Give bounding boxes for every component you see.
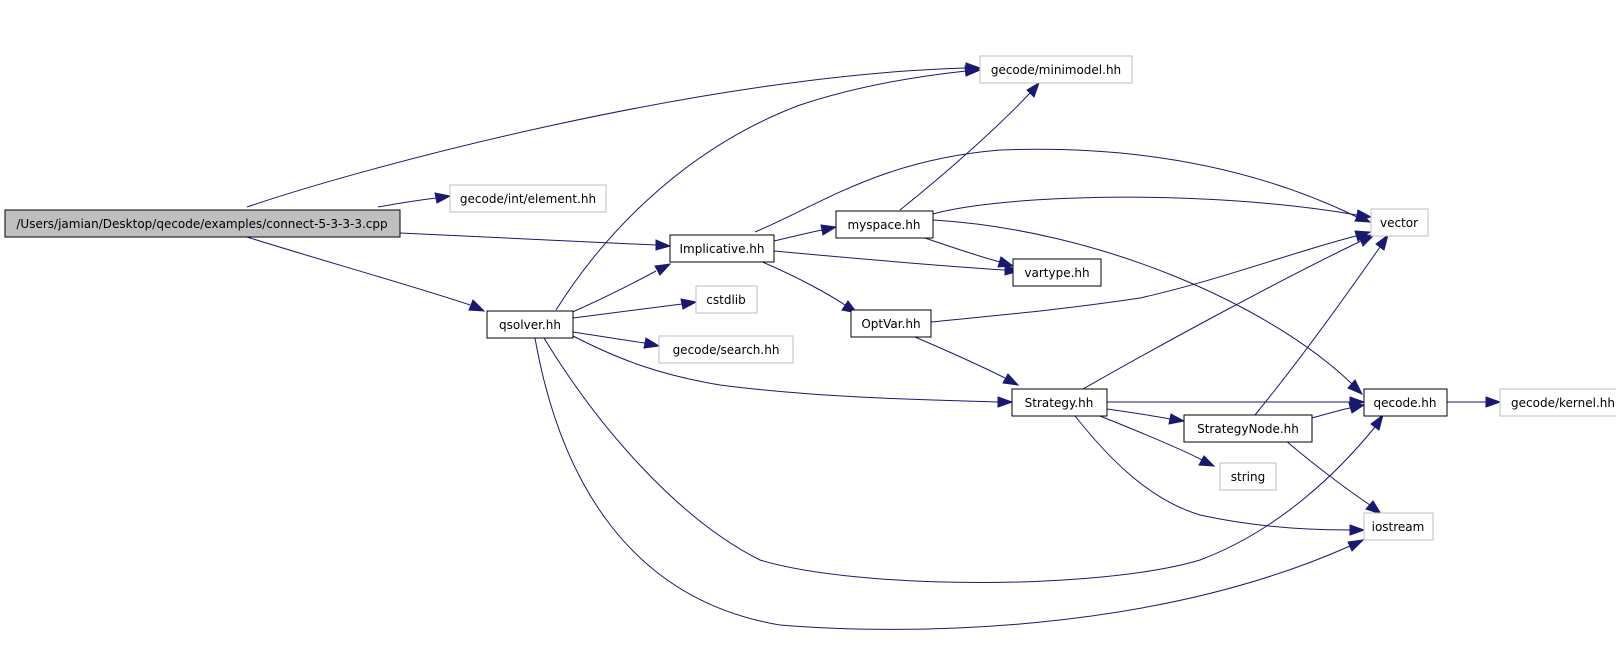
edge-root-to-implicative: [399, 232, 672, 251]
node-optvar[interactable]: OptVar.hh: [850, 309, 932, 338]
node-qecode-label: qecode.hh: [1374, 396, 1437, 410]
edges: [246, 62, 1502, 630]
edge-implicative-to-myspace: [773, 224, 838, 242]
edge-strategy-to-iostream: [1074, 415, 1366, 536]
edge-qsolver-to-qecode: [543, 337, 1384, 583]
node-iostream-label: iostream: [1372, 520, 1425, 534]
edge-root-to-element: [377, 192, 452, 208]
node-search-label: gecode/search.hh: [673, 343, 780, 357]
edge-myspace-to-qecode: [932, 219, 1364, 395]
edge-qsolver-to-minimodel: [555, 65, 982, 311]
edge-strategynode-to-qecode: [1311, 402, 1366, 419]
node-element-label: gecode/int/element.hh: [460, 192, 596, 206]
node-strategy-label: Strategy.hh: [1025, 396, 1094, 410]
edge-myspace-to-minimodel: [899, 81, 1040, 211]
edge-qsolver-to-implicative: [567, 263, 672, 315]
node-myspace-label: myspace.hh: [847, 218, 920, 232]
nodes: /Users/jamian/Desktop/qecode/examples/co…: [4, 55, 1616, 541]
node-cstdlib-label: cstdlib: [706, 293, 745, 307]
edge-qsolver-to-cstdlib: [572, 298, 698, 319]
edge-qecode-to-kernel: [1447, 396, 1502, 408]
node-strategy[interactable]: Strategy.hh: [1011, 388, 1108, 417]
node-string[interactable]: string: [1219, 462, 1277, 491]
edge-implicative-to-optvar: [759, 260, 859, 314]
edge-strategy-to-qecode: [1107, 396, 1366, 408]
node-vector-label: vector: [1380, 216, 1418, 230]
node-strategynode-label: StrategyNode.hh: [1197, 422, 1299, 436]
edge-strategynode-to-vector: [1254, 233, 1389, 416]
node-iostream[interactable]: iostream: [1363, 512, 1434, 541]
node-qsolver[interactable]: qsolver.hh: [486, 310, 574, 339]
edge-myspace-to-vartype: [924, 237, 1015, 268]
node-cstdlib[interactable]: cstdlib: [695, 285, 758, 314]
node-root[interactable]: /Users/jamian/Desktop/qecode/examples/co…: [4, 209, 401, 238]
node-vartype[interactable]: vartype.hh: [1012, 258, 1102, 287]
edge-optvar-to-vector: [930, 230, 1372, 323]
edge-strategy-to-strategynode: [1106, 408, 1186, 425]
node-implicative-label: Implicative.hh: [679, 242, 764, 256]
node-kernel-label: gecode/kernel.hh: [1511, 396, 1615, 410]
edge-strategynode-to-iostream: [1284, 439, 1383, 515]
node-strategynode[interactable]: StrategyNode.hh: [1183, 414, 1313, 443]
node-vartype-label: vartype.hh: [1024, 266, 1089, 280]
node-qecode[interactable]: qecode.hh: [1363, 388, 1448, 417]
node-minimodel[interactable]: gecode/minimodel.hh: [979, 55, 1133, 84]
edge-optvar-to-strategy: [914, 336, 1020, 386]
node-element[interactable]: gecode/int/element.hh: [449, 184, 607, 213]
edge-strategy-to-vector: [1082, 234, 1376, 390]
node-vector[interactable]: vector: [1370, 208, 1429, 237]
edge-qsolver-to-iostream: [534, 337, 1365, 630]
edge-qsolver-to-search: [572, 331, 661, 349]
node-myspace[interactable]: myspace.hh: [835, 210, 934, 239]
node-implicative[interactable]: Implicative.hh: [669, 234, 775, 263]
edge-strategy-to-string: [1099, 415, 1216, 467]
edge-implicative-to-vartype: [773, 250, 1021, 276]
node-string-label: string: [1231, 470, 1265, 484]
edge-qsolver-to-strategy: [572, 335, 1014, 408]
node-root-label: /Users/jamian/Desktop/qecode/examples/co…: [16, 217, 387, 231]
node-search[interactable]: gecode/search.hh: [658, 335, 794, 364]
edge-root-to-minimodel: [246, 62, 982, 208]
edge-root-to-qsolver: [246, 236, 486, 312]
node-kernel[interactable]: gecode/kernel.hh: [1499, 388, 1616, 417]
edge-myspace-to-vector: [932, 196, 1373, 221]
node-qsolver-label: qsolver.hh: [499, 318, 561, 332]
node-minimodel-label: gecode/minimodel.hh: [991, 63, 1121, 77]
node-optvar-label: OptVar.hh: [861, 317, 920, 331]
